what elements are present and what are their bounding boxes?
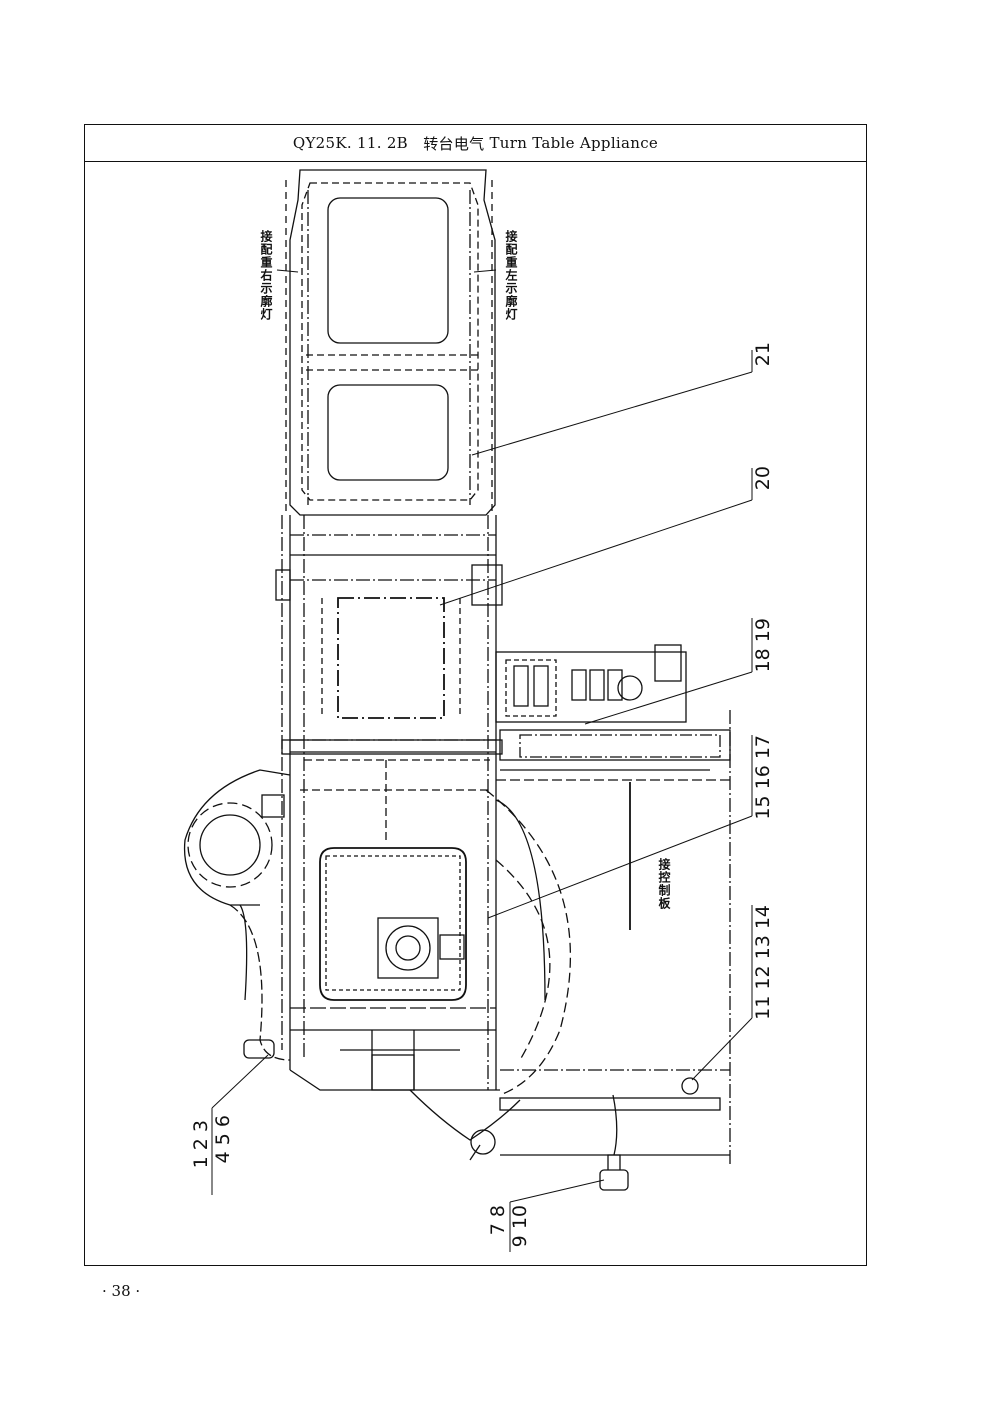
title-block: QY25K. 11. 2B 转台电气 Turn Table Appliance — [84, 124, 867, 162]
callout-4-6: 4 5 6 — [212, 1115, 234, 1164]
slewing-housing — [319, 789, 571, 1096]
right-lamp-label: 接配重右示廓灯 — [259, 230, 273, 321]
title-en: Turn Table Appliance — [489, 134, 659, 152]
callout-11-14: 11 12 13 14 — [752, 905, 774, 1020]
leader-lines — [211, 269, 753, 1252]
callout-20: 20 — [752, 466, 774, 491]
control-equipment — [495, 644, 731, 1165]
left-lamp-label: 接配重左示廓灯 — [504, 230, 518, 321]
callout-1-3: 1 2 3 — [190, 1120, 212, 1169]
winch-drum — [183, 769, 291, 1061]
callout-15-17: 15 16 17 — [752, 735, 774, 820]
control-panel-label: 接控制板 — [657, 858, 671, 910]
drawing-code: QY25K. 11. 2B — [292, 134, 408, 152]
page-number: · 38 · — [102, 1282, 141, 1300]
counterweight-outline — [285, 169, 496, 516]
title-cn: 转台电气 — [423, 134, 485, 153]
turntable-frame — [275, 515, 503, 1091]
callout-18-19: 18 19 — [752, 618, 774, 673]
bottom-components — [243, 1039, 629, 1191]
callout-9-10: 9 10 — [509, 1205, 531, 1248]
callout-21: 21 — [752, 342, 774, 367]
callout-7-8: 7 8 — [487, 1205, 509, 1236]
